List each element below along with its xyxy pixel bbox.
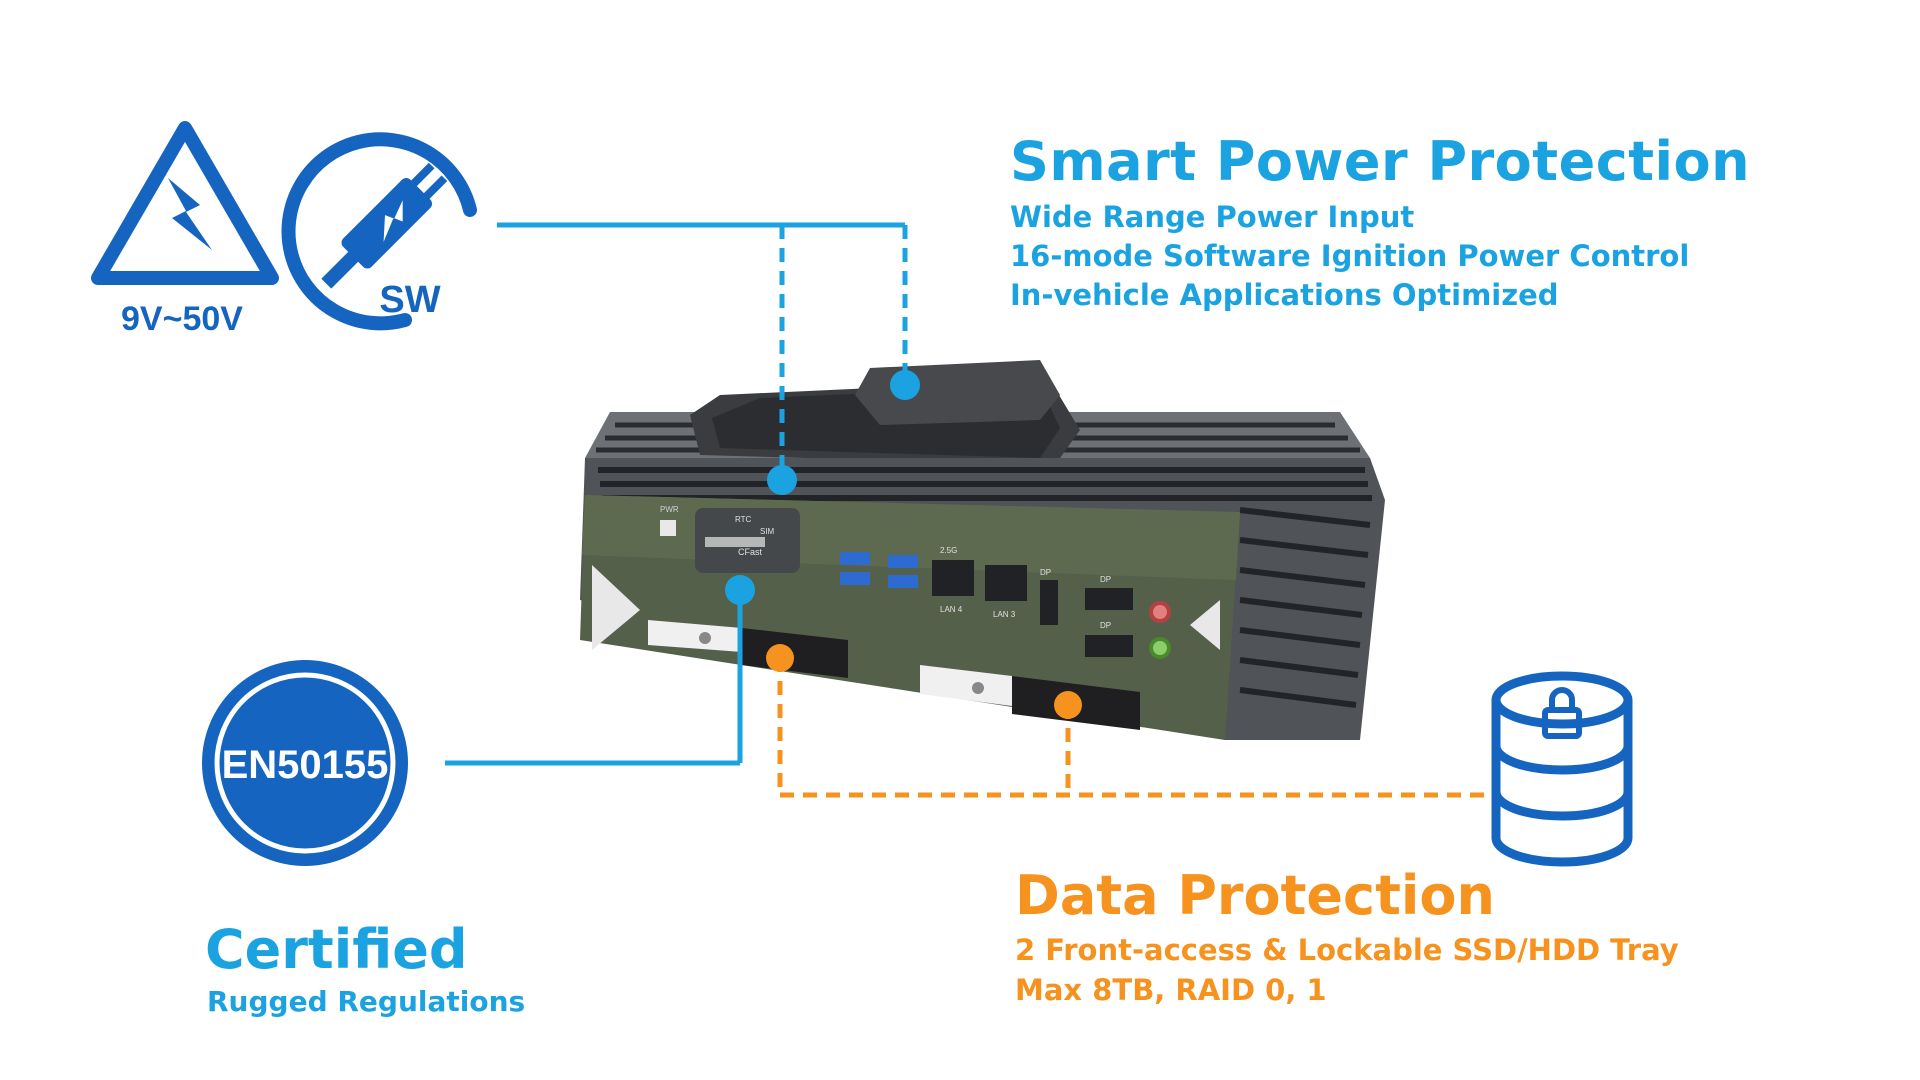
data-dot-1 [766,644,794,672]
cfast-label: CFast [738,547,763,557]
power-feature-2: 16-mode Software Ignition Power Control [1010,239,1690,273]
certified-title: Certified [205,918,468,981]
lightning-warning-triangle-icon: 9V~50V [91,121,279,338]
data-connector-lines [777,658,1490,798]
lan3-label: LAN 3 [993,610,1016,619]
badge-label: EN50155 [222,743,389,787]
pwr-label: PWR [660,505,679,514]
power-dot-1 [890,370,920,400]
dp-label: DP [1040,568,1051,577]
cert-dot [725,575,755,605]
data-title: Data Protection [1015,864,1495,927]
power-title: Smart Power Protection [1010,130,1751,193]
power-feature-3: In-vehicle Applications Optimized [1010,278,1559,312]
lan4-label: LAN 4 [940,605,963,614]
dp3-label: DP [1100,621,1111,630]
rate-label: 2.5G [940,546,957,555]
power-feature-1: Wide Range Power Input [1010,200,1415,234]
en50155-badge-icon: EN50155 [202,660,408,866]
power-feature-list: Wide Range Power Input 16-mode Software … [1010,198,1689,315]
data-feature-list: 2 Front-access & Lockable SSD/HDD Tray M… [1015,930,1679,1010]
rtc-label: RTC [735,515,752,524]
sim-label: SIM [760,527,775,536]
cert-connector-lines [445,590,743,766]
data-feature-2: Max 8TB, RAID 0, 1 [1015,973,1327,1007]
power-dot-2 [767,465,797,495]
sw-label: SW [379,279,440,321]
data-dot-2 [1054,691,1082,719]
voltage-label: 9V~50V [121,300,243,338]
embedded-computer-device: PWR RTC SIM CFast LAN 4 LAN 3 2.5G DP DP… [580,360,1385,740]
power-connector-lines [497,222,908,480]
locked-database-icon [1491,671,1633,867]
power-plug-lightning-icon: SW [281,132,477,331]
dp2-label: DP [1100,575,1111,584]
certified-subtitle: Rugged Regulations [207,985,526,1018]
data-feature-1: 2 Front-access & Lockable SSD/HDD Tray [1015,933,1679,967]
